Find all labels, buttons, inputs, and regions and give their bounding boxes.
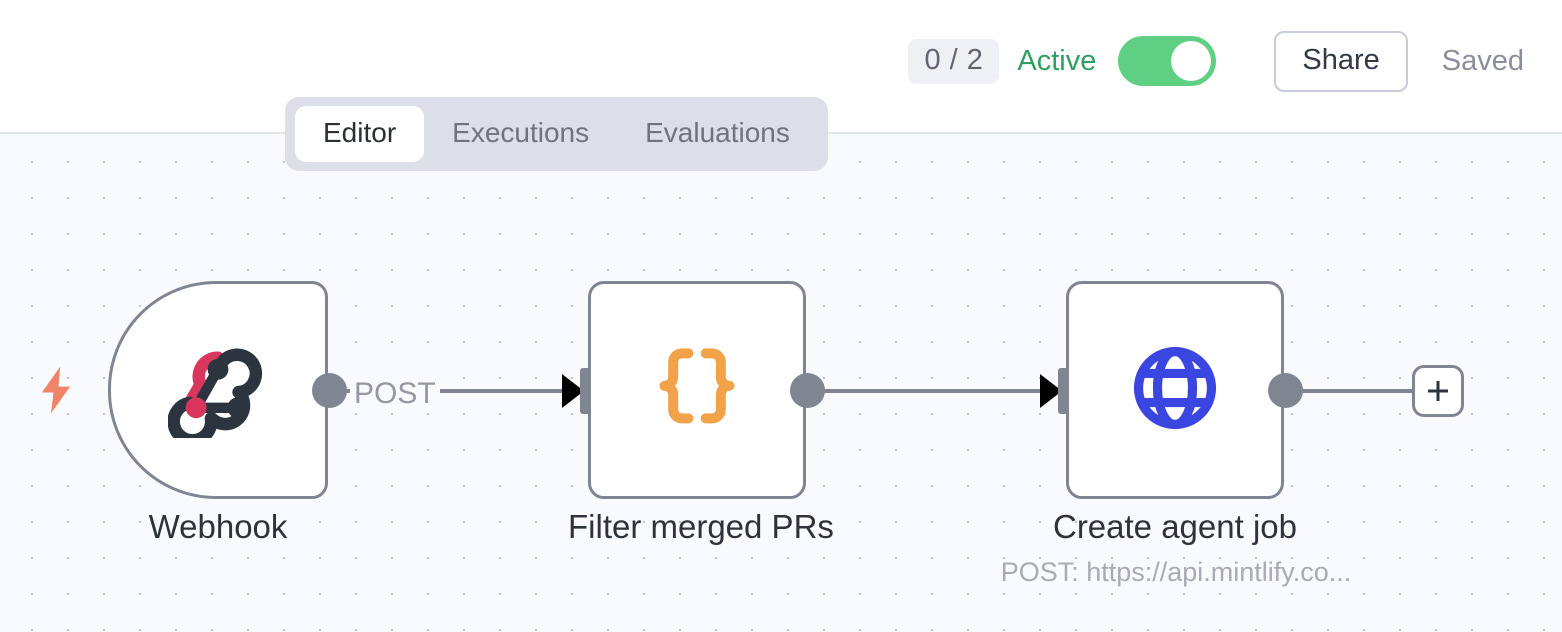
edge-arrow-1 [562,374,584,408]
share-button[interactable]: Share [1274,30,1408,92]
node-label-http: Create agent job [1052,508,1297,545]
node-label-webhook: Webhook [148,508,288,545]
edge-label-post: POST [350,377,440,411]
code-braces-icon [645,336,749,445]
toggle-knob [1171,41,1212,81]
tab-editor[interactable]: Editor [295,106,425,162]
globe-icon [1125,338,1225,443]
workflow-canvas[interactable]: Webhook POST Filter merged PRs [0,134,1562,632]
edge-webhook-to-filter[interactable] [340,389,580,393]
node-webhook[interactable] [108,281,328,499]
active-status-label: Active [1017,44,1097,77]
header-actions: 0 / 2 Active Share Saved [908,0,1524,122]
execution-count-badge: 0 / 2 [908,38,1000,84]
webhook-icon [167,338,268,447]
node-filter-merged-prs[interactable] [588,281,806,499]
saved-status-label: Saved [1441,44,1524,77]
node-create-agent-job[interactable] [1066,281,1284,499]
add-node-button[interactable] [1412,365,1464,417]
edge-http-to-add [1296,389,1412,393]
lightning-bolt-icon[interactable] [36,365,76,420]
node-label-filter: Filter merged PRs [568,508,834,545]
plus-icon [1428,381,1448,401]
edge-arrow-2 [1040,374,1062,408]
active-toggle[interactable] [1118,36,1217,86]
edge-filter-to-http[interactable] [818,389,1042,393]
node-sublabel-http: POST: https://api.mintlify.co... [1000,557,1352,587]
view-tab-bar: Editor Executions Evaluations [285,97,828,171]
tab-executions[interactable]: Executions [452,117,590,148]
tab-evaluations[interactable]: Evaluations [645,117,790,148]
